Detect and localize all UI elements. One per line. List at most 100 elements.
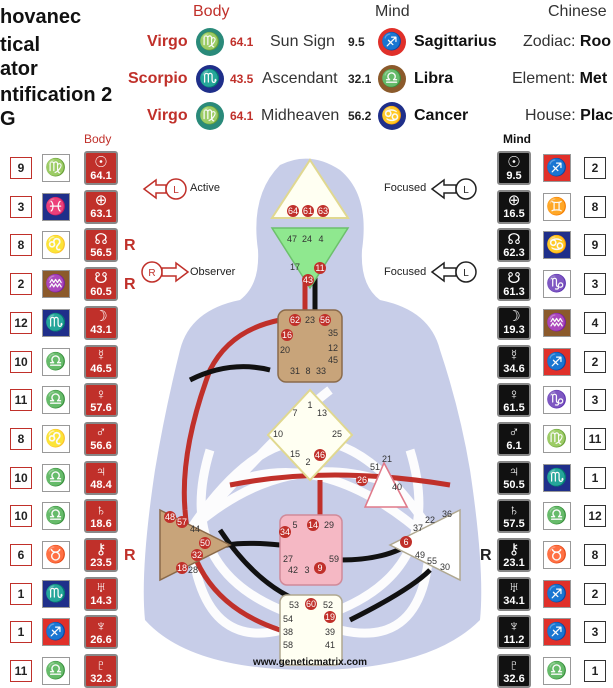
planet-value: 57.5 <box>503 517 525 530</box>
planet-tile[interactable]: ♀57.6 <box>84 383 118 418</box>
planet-tile[interactable]: ☿46.5 <box>84 344 118 379</box>
chinese-label: Zodiac: <box>523 33 576 50</box>
zodiac-icon: ♌ <box>42 231 70 260</box>
row-mind-deg: 32.1 <box>348 66 371 92</box>
observer-label: Observer <box>190 266 236 278</box>
planet-glyph-icon: ♄ <box>508 501 520 519</box>
zodiac-icon: ♓ <box>42 192 70 221</box>
planet-tile[interactable]: ♃48.4 <box>84 460 118 495</box>
house-number: 2 <box>584 157 606 179</box>
planet-tile[interactable]: ⊕63.1 <box>84 189 118 224</box>
planet-tile[interactable]: ☉9.5 <box>497 151 531 185</box>
planet-tile[interactable]: ♀61.5 <box>497 383 531 418</box>
planet-tile[interactable]: ♇32.3 <box>84 654 118 688</box>
planet-glyph-icon: ☊ <box>507 230 521 248</box>
row-body-sign: Scorpio <box>128 66 188 92</box>
body-degree: 64.1 <box>230 109 254 123</box>
planet-glyph-icon: ♀ <box>95 385 107 403</box>
planet-value: 48.4 <box>90 479 112 492</box>
sacral-center <box>279 514 343 586</box>
planet-tile[interactable]: ☿34.6 <box>497 344 531 379</box>
gate-38: 38 <box>283 627 293 637</box>
house-number: 8 <box>10 234 32 257</box>
planet-glyph-icon: ⚷ <box>508 540 520 558</box>
gate-59: 59 <box>329 554 339 564</box>
planet-tile[interactable]: ♆26.6 <box>84 615 118 650</box>
house-number: 3 <box>584 389 606 412</box>
planet-tile[interactable]: ⚷23.5 <box>84 538 118 572</box>
retrograde-marker: R <box>124 237 136 255</box>
house-number: 1 <box>10 582 32 605</box>
gate-62: 62 <box>290 315 300 325</box>
gate-36: 36 <box>442 509 452 519</box>
row-label-text: Midheaven <box>261 107 340 124</box>
gate-19: 19 <box>325 612 335 622</box>
gate-18: 18 <box>177 563 187 573</box>
body-degree: 43.5 <box>230 72 254 86</box>
planet-tile[interactable]: ☊62.3 <box>497 228 531 263</box>
gate-30: 30 <box>440 562 450 572</box>
planet-tile[interactable]: ♄57.5 <box>497 499 531 534</box>
zodiac-icon: ♍ <box>543 424 571 453</box>
house-number: 3 <box>584 273 606 296</box>
gate-50: 50 <box>200 538 210 548</box>
header-chinese: Chinese <box>548 3 607 20</box>
focused-top-arrow-letter: L <box>463 185 469 196</box>
gate-9: 9 <box>317 563 322 573</box>
chart-title-line-4: ntification 2 <box>0 84 113 106</box>
planet-tile[interactable]: ☽43.1 <box>84 305 118 340</box>
planet-value: 46.5 <box>90 363 112 375</box>
planet-tile[interactable]: ☊56.5 <box>84 228 118 263</box>
house-number: 11 <box>10 660 32 683</box>
planet-glyph-icon: ☽ <box>94 308 108 326</box>
house-number: 1 <box>10 621 32 644</box>
gate-35: 35 <box>328 328 338 338</box>
planet-glyph-icon: ☿ <box>508 347 520 364</box>
gate-49: 49 <box>415 550 425 560</box>
zodiac-icon: ♎ <box>42 502 70 531</box>
zodiac-icon: ♐ <box>42 618 70 647</box>
planet-tile[interactable]: ♅14.3 <box>84 576 118 611</box>
planet-value: 23.5 <box>90 556 112 569</box>
zodiac-icon: ♎ <box>42 463 70 492</box>
planet-tile[interactable]: ♂56.6 <box>84 421 118 456</box>
focused-top-arrow-icon: L <box>430 178 477 200</box>
planet-tile[interactable]: ⚷23.1 <box>497 538 531 572</box>
planet-tile[interactable]: ☉64.1 <box>84 151 118 185</box>
planet-tile[interactable]: ♃50.5 <box>497 460 531 495</box>
zodiac-icon: ♐ <box>543 154 571 182</box>
planet-tile[interactable]: ♂6.1 <box>497 421 531 456</box>
focused-mid-arrow-letter: L <box>463 268 469 279</box>
planet-tile[interactable]: ☽19.3 <box>497 305 531 340</box>
zodiac-icon: ♋ <box>543 231 571 260</box>
planet-glyph-icon: ♀ <box>508 385 520 403</box>
body-sign-icon: ♏ <box>196 65 224 93</box>
zodiac-icon: ♎ <box>543 657 571 686</box>
planet-value: 11.2 <box>503 633 525 646</box>
gate-64: 64 <box>288 206 298 216</box>
planet-tile[interactable]: ⊕16.5 <box>497 189 531 224</box>
planet-tile[interactable]: ☋60.5 <box>84 267 118 302</box>
planet-value: 34.1 <box>503 595 525 608</box>
mind-degree: 32.1 <box>348 72 372 86</box>
solar-plexus-center <box>388 508 461 582</box>
planet-tile[interactable]: ♄18.6 <box>84 499 118 534</box>
planet-glyph-icon: ☋ <box>94 269 108 287</box>
gate-60: 60 <box>306 599 316 609</box>
body-sign-icon: ♍ <box>196 102 224 130</box>
planet-tile[interactable]: ♇32.6 <box>497 654 531 688</box>
heart-center <box>363 461 409 508</box>
planet-glyph-icon: ♂ <box>95 424 107 442</box>
gate-37: 37 <box>413 523 423 533</box>
row-chinese: Element: Met <box>512 66 607 92</box>
planet-tile[interactable]: ☋61.3 <box>497 267 531 302</box>
planet-tile[interactable]: ♅34.1 <box>497 576 531 611</box>
planet-glyph-icon: ☿ <box>95 347 107 364</box>
gate-16: 16 <box>282 330 292 340</box>
planet-tile[interactable]: ♆11.2 <box>497 615 531 650</box>
planet-value: 19.3 <box>503 324 525 337</box>
chart-title-line-3: ator <box>0 58 38 80</box>
zodiac-icon: ♎ <box>543 502 571 531</box>
house-number: 11 <box>10 389 32 412</box>
planet-glyph-icon: ♃ <box>95 463 107 481</box>
